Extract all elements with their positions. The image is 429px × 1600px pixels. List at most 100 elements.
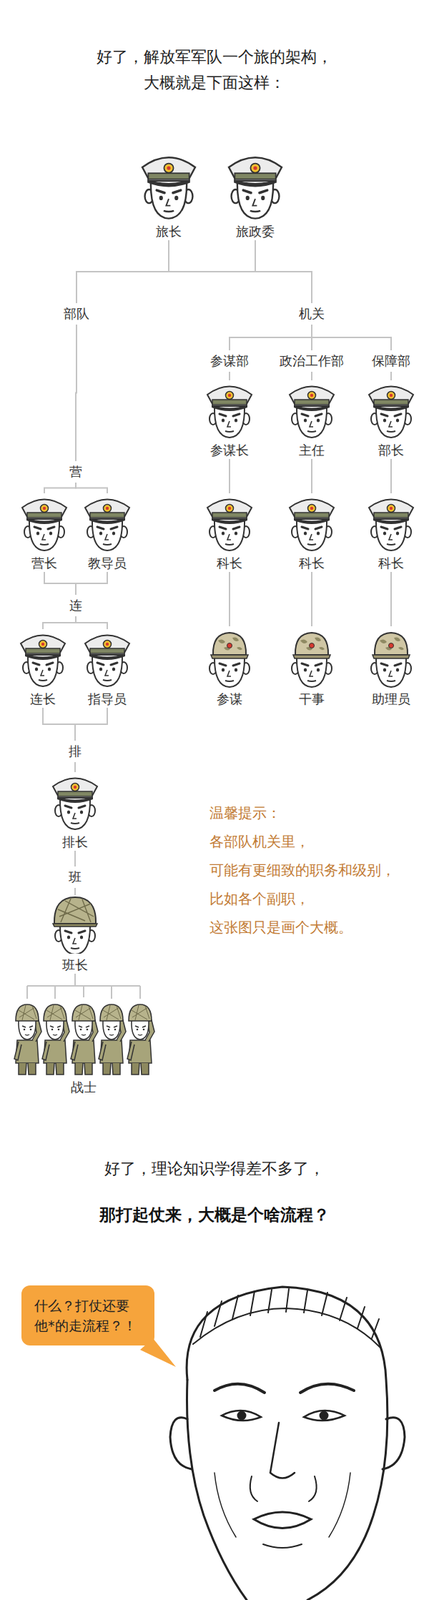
tree-connector	[75, 482, 108, 494]
group-node: 保障部	[368, 350, 414, 372]
tree-connector	[229, 324, 312, 351]
role-label: 旅政委	[223, 223, 288, 241]
role-label: 部队	[63, 306, 90, 322]
staff-figure	[209, 632, 250, 688]
figure-node: 主任	[284, 380, 339, 460]
tree-connector	[74, 762, 76, 773]
group-node: 营	[66, 461, 86, 483]
figure-node: 部长	[363, 380, 419, 460]
shocked-man-face	[170, 1287, 405, 1600]
figure-node: 教导员	[80, 493, 135, 572]
tree-connector	[390, 371, 392, 381]
role-label: 参谋部	[210, 353, 249, 369]
staff-figure	[291, 632, 332, 688]
figure-node: 干事	[284, 626, 339, 708]
staff-figures	[209, 632, 412, 688]
officer-figure	[22, 499, 67, 552]
tree-connector	[74, 850, 76, 867]
note-text: 比如各个副职，	[209, 888, 310, 910]
role-label: 助理员	[363, 690, 419, 708]
tree-connector	[390, 572, 392, 627]
officer-figure	[289, 386, 334, 439]
tree-connector	[44, 482, 76, 494]
tree-connector	[75, 324, 77, 462]
tree-connector	[75, 616, 108, 630]
tree-connector	[75, 973, 84, 998]
officer-figure	[20, 635, 66, 688]
group-node: 政治工作部	[276, 350, 347, 372]
role-label: 参谋	[202, 690, 257, 708]
figure-node: 班长	[47, 895, 103, 974]
tree-connector	[75, 572, 108, 595]
figure-node: 科长	[202, 493, 257, 572]
officer-figure	[52, 778, 98, 831]
tree-connector	[44, 572, 76, 595]
soldier-figure	[14, 1004, 42, 1075]
section-heading: 那打起仗来，大概是个啥流程？	[7, 1204, 422, 1226]
officer-figures	[20, 157, 414, 830]
role-label: 干事	[284, 690, 339, 708]
tree-connector	[75, 707, 108, 741]
figure-node: 营长	[17, 493, 72, 572]
group-node: 机关	[296, 303, 328, 325]
tree-connector	[311, 371, 313, 381]
tree-connector	[228, 371, 231, 381]
role-label: 旅长	[136, 223, 201, 241]
figure-node: 战士	[10, 997, 157, 1097]
brigade-commander-figure	[142, 157, 196, 219]
soldier-figure	[127, 1004, 155, 1075]
saluting-soldiers	[14, 1004, 155, 1075]
role-label: 指导员	[80, 690, 135, 708]
note-text: 各部队机关里，	[209, 830, 310, 853]
figure-node: 科长	[363, 493, 419, 572]
group-node: 班	[65, 866, 85, 889]
soldier-figure	[98, 1004, 126, 1075]
group-node: 参谋部	[207, 350, 252, 372]
role-label: 主任	[284, 441, 339, 460]
tree-connector	[311, 324, 392, 351]
officer-figure	[207, 499, 252, 552]
tree-connector	[390, 459, 392, 494]
section-text: 好了，理论知识学得差不多了，	[7, 1158, 422, 1180]
soldier-figure	[42, 1004, 70, 1075]
role-label: 部长	[363, 441, 419, 460]
soldier-figure	[70, 1004, 98, 1075]
role-label: 连	[69, 597, 83, 614]
tree-connector	[42, 616, 76, 630]
political-commissar-figure	[228, 157, 282, 219]
tree-connector	[228, 459, 231, 494]
note-text: 这张图只是画个大概。	[209, 916, 353, 939]
figure-node: 排长	[47, 772, 103, 851]
figure-node: 指导员	[80, 629, 135, 708]
figure-node: 助理员	[363, 626, 419, 708]
figure-node: 参谋	[202, 626, 257, 708]
note-text: 可能有更细致的职务和级别，	[209, 859, 396, 881]
tree-connector	[255, 240, 312, 304]
role-label: 营	[69, 464, 83, 480]
tree-connector	[311, 572, 313, 627]
squad-leader-figure	[52, 897, 98, 955]
tree-connector	[76, 240, 256, 304]
group-node: 排	[65, 740, 85, 763]
officer-figure	[368, 386, 414, 439]
role-label: 科长	[363, 554, 419, 572]
role-label: 科长	[202, 554, 257, 572]
figure-node: 参谋长	[202, 380, 257, 460]
role-label: 保障部	[371, 353, 411, 369]
group-node: 连	[66, 594, 86, 617]
role-label: 战士	[10, 1078, 157, 1097]
figure-node: 科长	[284, 493, 339, 572]
officer-figure	[207, 386, 252, 439]
role-label: 参谋长	[202, 441, 257, 460]
speech-bubble: 什么？打仗还要 他*的走流程？！	[21, 1285, 155, 1346]
role-label: 排长	[47, 833, 103, 851]
bubble-text: 什么？打仗还要 他*的走流程？！	[34, 1295, 142, 1336]
role-label: 科长	[284, 554, 339, 572]
tree-connector	[42, 707, 76, 741]
group-node: 部队	[60, 303, 93, 325]
officer-figure	[368, 499, 414, 552]
